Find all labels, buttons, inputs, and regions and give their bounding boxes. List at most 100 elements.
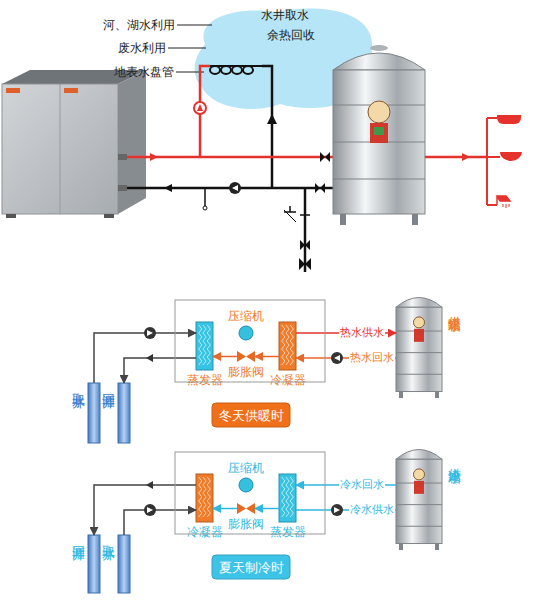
exchanger-body — [279, 322, 296, 370]
pump-symbol — [144, 504, 156, 516]
pump-symbol — [194, 102, 206, 114]
drain-pipe — [204, 188, 206, 206]
shower-spray — [503, 204, 509, 208]
callout-label: 地表水盘管 — [114, 65, 174, 79]
drain-valve — [203, 206, 207, 210]
valve-symbol — [300, 210, 310, 220]
valve-symbol — [284, 210, 296, 222]
compressor-shape — [239, 326, 253, 340]
pipe-label: 冷水供水 — [349, 503, 395, 517]
exchanger-coil — [199, 325, 202, 365]
pipe-label: 热水供水 — [339, 326, 385, 340]
bathtub-icon — [497, 115, 521, 124]
callout-label: 河、湖水利用 — [103, 18, 175, 32]
pipe-flange — [118, 185, 127, 191]
cloud-shape — [195, 8, 373, 109]
return-pipe — [127, 187, 333, 190]
tank-dome — [396, 298, 442, 308]
hot-pipe — [425, 156, 487, 159]
supply-pipe — [304, 188, 307, 272]
valve-shape — [237, 503, 255, 514]
exchanger-coil — [286, 477, 289, 517]
compressor-circle: 压缩机 — [239, 478, 253, 492]
node-label: 余热回收 — [267, 28, 315, 42]
shape-outline — [88, 535, 100, 593]
node-label: 冷凝器 — [187, 525, 223, 539]
shape-outline — [239, 478, 253, 492]
node-label: 取水井 — [71, 383, 85, 386]
recharge-well: 回灌井 — [88, 535, 100, 593]
heating-tank: 供暖水箱 — [396, 290, 442, 398]
shape-outline — [279, 322, 296, 370]
node-label: 取水井 — [101, 535, 115, 538]
condenser-box: 冷凝器 — [279, 322, 296, 370]
exchanger-coil — [290, 477, 293, 517]
flow-arrow — [267, 114, 277, 124]
mascot-head — [368, 101, 390, 123]
flow-arrow — [462, 153, 470, 161]
hot-pipe — [127, 156, 333, 159]
flow-arrow — [146, 481, 153, 489]
node-label: 冷凝器 — [270, 373, 306, 387]
pipe-flange — [118, 154, 127, 160]
pump-symbol — [331, 352, 343, 364]
valve-symbol — [299, 258, 311, 270]
unit-logo — [64, 88, 78, 93]
shape-outline — [88, 383, 100, 443]
valve-symbol — [315, 183, 325, 193]
well-tube — [118, 383, 130, 443]
evaporator-box: 蒸发器 — [279, 474, 296, 522]
unit-seam — [60, 84, 61, 214]
node-label: 膨胀阀 — [228, 365, 264, 379]
shape-outline — [239, 326, 253, 340]
exchanger-coil — [207, 325, 210, 365]
basin-icon — [500, 152, 522, 161]
tank-dome — [396, 450, 442, 460]
exchanger-coil — [207, 477, 210, 517]
shape-outline — [196, 322, 213, 370]
compressor-circle: 压缩机 — [239, 326, 253, 340]
recharge-well: 回灌井 — [118, 383, 130, 443]
tank-band — [396, 526, 442, 527]
pump-arrow — [147, 507, 153, 513]
tank-band — [333, 179, 425, 180]
tank-leg — [399, 392, 403, 398]
tank-leg — [340, 214, 346, 225]
node-label: 蒸发器 — [270, 525, 306, 539]
pipe-connector — [255, 508, 279, 510]
tank-leg — [399, 544, 403, 550]
exchanger-coil — [282, 325, 285, 365]
exchanger-coil — [203, 325, 206, 365]
pipe-connector — [124, 510, 196, 535]
expansion-valve: 膨胀阀 — [237, 503, 255, 514]
tank-body — [396, 459, 442, 543]
expansion-valve: 膨胀阀 — [237, 351, 255, 362]
mode-badge: 夏天制冷时 — [212, 555, 290, 579]
unit-foot — [104, 214, 114, 218]
exchanger-coil — [282, 477, 285, 517]
mode-badge: 冬天供暖时 — [212, 403, 290, 427]
mascot-head — [413, 469, 424, 480]
node-label: 夏天制冷时 — [219, 560, 284, 575]
exchanger-body — [279, 474, 296, 522]
pump-arrow — [147, 330, 153, 336]
cooling-tank: 供冷水箱 — [396, 442, 442, 550]
node-label: 膨胀阀 — [228, 517, 264, 531]
exchanger-body — [196, 474, 213, 522]
callout-label: 废水利用 — [118, 41, 166, 55]
shape-outline — [396, 442, 442, 550]
pump-symbol — [229, 182, 241, 194]
unit-foot — [6, 214, 16, 218]
tank-leg — [435, 544, 439, 550]
pipe-label: 冷水回水 — [339, 478, 385, 492]
exchanger-coil — [203, 477, 206, 517]
unit-side — [118, 70, 146, 214]
shape-outline — [196, 474, 213, 522]
evaporator-box: 蒸发器 — [196, 322, 213, 370]
pipe-connector — [94, 333, 196, 383]
mascot-vest — [374, 127, 384, 135]
valve-symbol — [300, 240, 310, 250]
node-label: 回灌井 — [101, 383, 115, 386]
tank-leg — [412, 214, 418, 225]
